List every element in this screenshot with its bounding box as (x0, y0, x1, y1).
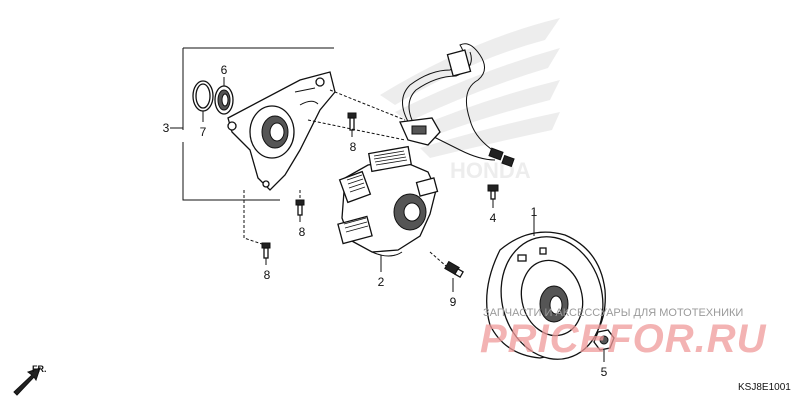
bolt-8-middle (295, 190, 305, 222)
callout-2: 2 (378, 275, 385, 289)
callout-8-bottom: 8 (264, 268, 271, 282)
svg-text:HONDA: HONDA (450, 158, 531, 183)
callout-1: 1 (531, 205, 538, 219)
seller-watermark: ЗАПЧАСТИ И АКСЕССУАРЫ ДЛЯ МОТОТЕХНИКИ PR… (480, 307, 767, 361)
callout-5: 5 (601, 365, 608, 379)
nut-5 (593, 329, 615, 362)
wing-logo-watermark: HONDA (380, 18, 560, 183)
callout-6: 6 (221, 63, 228, 77)
bolt-9 (429, 251, 464, 292)
front-direction-arrow: FR. (13, 364, 47, 396)
front-arrow-label: FR. (32, 364, 47, 374)
bolt-8-top (347, 112, 357, 137)
o-ring-part (192, 80, 214, 122)
screw-4 (487, 184, 499, 208)
wire-harness (307, 43, 515, 168)
stator-base-housing (227, 71, 336, 191)
stator-part (337, 145, 439, 272)
watermark-logo: PRICEFOR.RU (480, 317, 767, 361)
assembly-3-bracket (170, 47, 334, 201)
callout-9: 9 (450, 295, 457, 309)
callout-4: 4 (490, 211, 497, 225)
callout-8-top: 8 (350, 140, 357, 154)
callout-8-middle: 8 (299, 225, 306, 239)
callout-3: 3 (163, 121, 170, 135)
bolt-8-bottom (243, 190, 271, 265)
callout-7: 7 (200, 125, 207, 139)
watermark-tagline: ЗАПЧАСТИ И АКСЕССУАРЫ ДЛЯ МОТОТЕХНИКИ (483, 307, 743, 319)
diagram-code: KSJ8E1001 (738, 382, 791, 393)
flywheel-rotor-part (486, 210, 606, 360)
oil-seal-part (214, 77, 234, 115)
